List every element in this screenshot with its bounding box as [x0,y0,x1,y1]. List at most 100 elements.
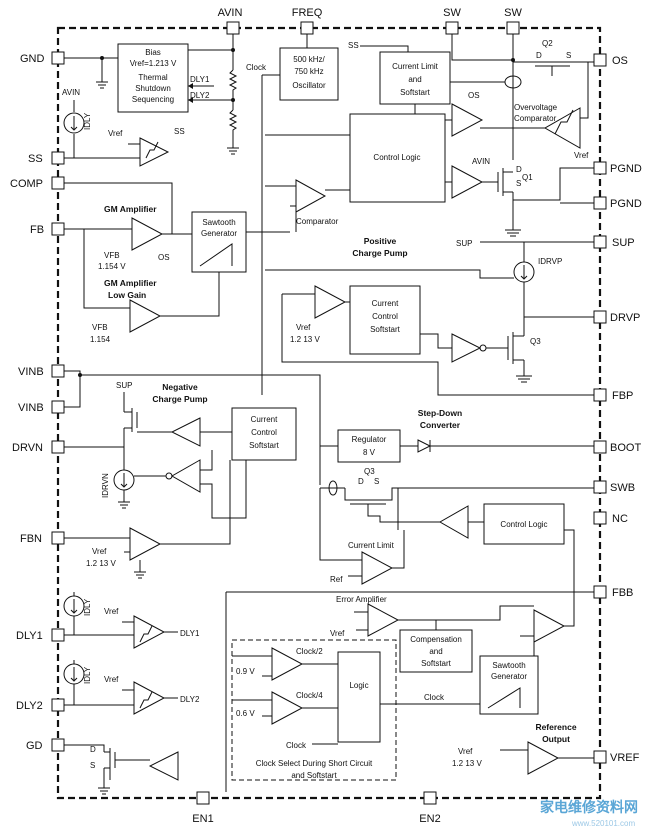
svg-text:OS: OS [612,55,628,67]
svg-text:DRVN: DRVN [12,442,43,454]
sawtooth-generator-top: Sawtooth Generator OS [158,211,290,273]
overvoltage-comparator: Overvoltage Comparator Vref [480,62,589,160]
svg-text:DLY1: DLY1 [190,75,210,84]
dly2-comparator: Vref DLY2 [64,675,200,715]
pin-freq: FREQ [292,7,323,35]
pin-dly2: DLY2 [16,698,65,712]
current-limit-softstart-top: Current Limit and Softstart SS [348,41,451,105]
svg-text:SUP: SUP [456,239,472,248]
pin-nc: NC [593,511,628,525]
reference-output: Reference Output Vref 1.2 13 V [452,722,594,775]
svg-text:SWB: SWB [610,482,635,494]
error-amplifier: Error Amplifier Vref [225,591,594,792]
svg-text:SS: SS [174,127,185,136]
svg-text:Clock: Clock [286,741,307,750]
svg-text:Clock/2: Clock/2 [296,647,323,656]
svg-text:and: and [408,75,421,84]
svg-text:www.520101.com: www.520101.com [571,819,635,828]
pin-pgnd-1: PGND [593,161,642,175]
q1-driver: AVIN [445,157,498,199]
svg-text:Step-Down: Step-Down [418,408,462,418]
svg-text:Logic: Logic [349,681,368,690]
svg-text:Sawtooth: Sawtooth [202,218,235,227]
svg-text:IDLY: IDLY [83,112,92,130]
clock-div2-comparator: Clock/2 0.9 V [232,647,338,681]
svg-text:Overvoltage: Overvoltage [514,103,558,112]
svg-text:Regulator: Regulator [352,435,387,444]
svg-text:Current Limit: Current Limit [392,62,439,71]
svg-text:SS: SS [28,153,43,165]
pin-vref: VREF [593,750,640,764]
svg-text:DLY1: DLY1 [180,629,200,638]
svg-text:Q1: Q1 [522,173,533,182]
svg-text:Compensation: Compensation [410,635,462,644]
current-control-softstart-pos: Current Control Softstart [349,285,421,355]
negative-charge-pump: Negative Charge Pump SUP [64,381,232,448]
pwm-comparator [520,529,575,656]
svg-text:VINB: VINB [18,366,44,378]
gm-amplifier-low-gain: GM Amplifier Low Gain VFB 1.154 [83,229,220,344]
buck-driver [438,505,484,539]
svg-text:Sawtooth: Sawtooth [492,661,525,670]
q3-top-driver: Q3 [420,317,541,383]
gm-amplifier: GM Amplifier VFB 1.154 V [64,182,192,271]
svg-text:Vref: Vref [104,607,119,616]
q2-transistor: Q2 D S [513,39,594,76]
svg-text:S: S [374,477,379,486]
avin-net [188,34,239,155]
svg-text:Comparator: Comparator [514,114,557,123]
pin-sw-1: SW [443,7,461,35]
svg-text:Thermal: Thermal [138,73,168,82]
svg-text:Q3: Q3 [530,337,541,346]
svg-text:GM Amplifier: GM Amplifier [104,204,157,214]
svg-text:1.2 13 V: 1.2 13 V [452,759,482,768]
pin-drvp: DRVP [593,310,640,324]
svg-text:8 V: 8 V [363,448,376,457]
positive-charge-pump: Positive Charge Pump SUP IDRVP [265,236,594,318]
svg-text:Clock: Clock [424,693,445,702]
negative-cp-amplifier [134,450,247,519]
svg-text:Vref: Vref [330,629,345,638]
svg-text:FBB: FBB [612,587,633,599]
svg-text:Control Logic: Control Logic [500,520,547,529]
svg-text:0.6 V: 0.6 V [236,709,255,718]
bias-dly-arrows: DLY1 DLY2 [188,75,214,103]
ss-comparator: Vref SS [64,127,185,167]
svg-text:Negative: Negative [162,382,198,392]
svg-text:AVIN: AVIN [472,157,490,166]
clock-div4-comparator: Clock/4 0.6 V [232,691,338,725]
svg-text:Clock: Clock [246,63,267,72]
control-logic-main: Control Logic [265,104,446,203]
svg-text:1.154: 1.154 [90,335,111,344]
vinb-net [64,370,321,485]
svg-text:SW: SW [504,7,522,19]
pin-drvn: DRVN [12,440,65,454]
gd-transistor: D S [64,744,179,795]
pin-gnd: GND [20,51,65,65]
comparator: Comparator [265,179,339,232]
svg-text:AVIN: AVIN [218,7,243,19]
svg-text:Converter: Converter [420,420,461,430]
control-logic-buck: Control Logic [483,503,565,545]
svg-text:Vref: Vref [104,675,119,684]
svg-text:Shutdown: Shutdown [135,84,171,93]
clock-net: Clock [246,63,290,395]
svg-text:Vref: Vref [92,547,107,556]
svg-text:GM Amplifier: GM Amplifier [104,278,157,288]
svg-text:Softstart: Softstart [421,659,452,668]
svg-text:SS: SS [348,41,359,50]
positive-cp-amplifier: Vref 1.2 13 V [281,285,594,396]
svg-text:D: D [90,745,96,754]
pin-fb: FB [30,222,65,236]
pin-swb: SWB [593,480,635,494]
pin-vinb-1: VINB [18,364,65,378]
svg-text:Q3: Q3 [364,467,375,476]
pin-sw-2: SW [504,7,522,35]
svg-text:Charge Pump: Charge Pump [352,248,407,258]
svg-text:and Softstart: and Softstart [291,771,337,780]
svg-text:Clock/4: Clock/4 [296,691,323,700]
sawtooth-generator-bottom: Sawtooth Generator [479,655,539,715]
svg-text:GND: GND [20,53,45,65]
regulator-block: Regulator 8 V [320,429,418,463]
svg-text:500 kHz/: 500 kHz/ [293,55,325,64]
